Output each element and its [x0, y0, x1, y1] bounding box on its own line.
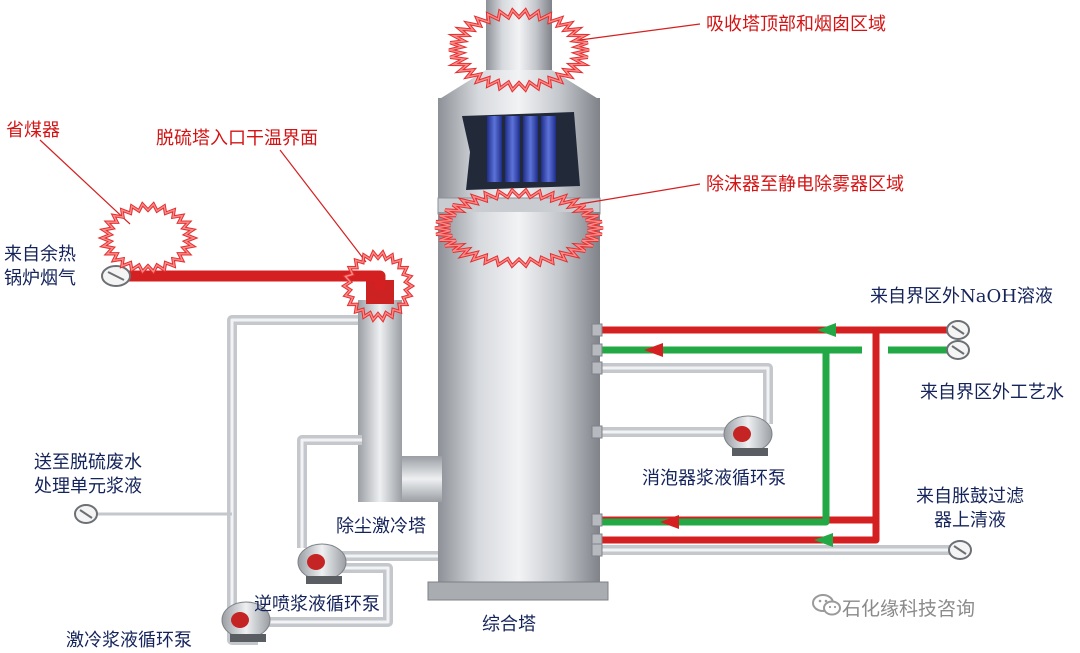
- economizer-label: 省煤器: [6, 120, 60, 141]
- quench-pump: [221, 601, 271, 642]
- wastewater-label-2: 处理单元浆液: [34, 476, 142, 497]
- watermark-text: 石化缘科技咨询: [842, 598, 976, 620]
- highlight-ring: [100, 202, 196, 274]
- inlet-interface-label: 脱硫塔入口干温界面: [156, 128, 318, 149]
- demister-zone-label: 除沫器至静电除雾器区域: [706, 174, 904, 195]
- demister-panel: [505, 116, 520, 182]
- flue-gas-pipe: [124, 270, 386, 290]
- naoh-source-label: 来自界区外NaOH溶液: [870, 286, 1053, 307]
- quench-tower: [358, 280, 442, 502]
- flow-arrows: [644, 323, 836, 547]
- defoamer-pump: [723, 415, 773, 456]
- wastewater-label-1: 送至脱硫废水: [34, 452, 142, 473]
- integrated-tower: [427, 0, 609, 601]
- highlight-ring: [434, 188, 604, 268]
- filter-source-label-2: 器上清液: [934, 510, 1006, 531]
- highlight-ring: [342, 250, 414, 322]
- highlight-ring: [97, 201, 199, 275]
- demister-panel: [487, 116, 502, 182]
- filter-source-label-1: 来自胀鼓过滤: [916, 486, 1024, 507]
- quench-pump-label: 激冷浆液循环泵: [66, 630, 192, 651]
- flue-gas-source-label-1: 来自余热: [4, 244, 76, 265]
- reverse-spray-pump: [297, 543, 347, 584]
- demister-panel: [541, 116, 556, 182]
- highlight-rings: [97, 7, 604, 323]
- tower-top-label: 吸收塔顶部和烟囱区域: [706, 14, 886, 35]
- process-water-label: 来自界区外工艺水: [920, 382, 1064, 403]
- wechat-icon: [812, 594, 841, 616]
- tower-nozzles: [591, 323, 603, 557]
- demister-panel: [523, 116, 538, 182]
- quench-tower-label: 除尘激冷塔: [336, 516, 426, 537]
- reverse-spray-pump-label: 逆喷浆液循环泵: [254, 594, 380, 615]
- highlight-ring: [448, 8, 590, 92]
- leader-lines: [39, 23, 701, 263]
- defoamer-pump-label: 消泡器浆液循环泵: [642, 468, 786, 489]
- flue-gas-source-label-2: 锅炉烟气: [4, 268, 76, 289]
- integrated-tower-label: 综合塔: [482, 614, 536, 635]
